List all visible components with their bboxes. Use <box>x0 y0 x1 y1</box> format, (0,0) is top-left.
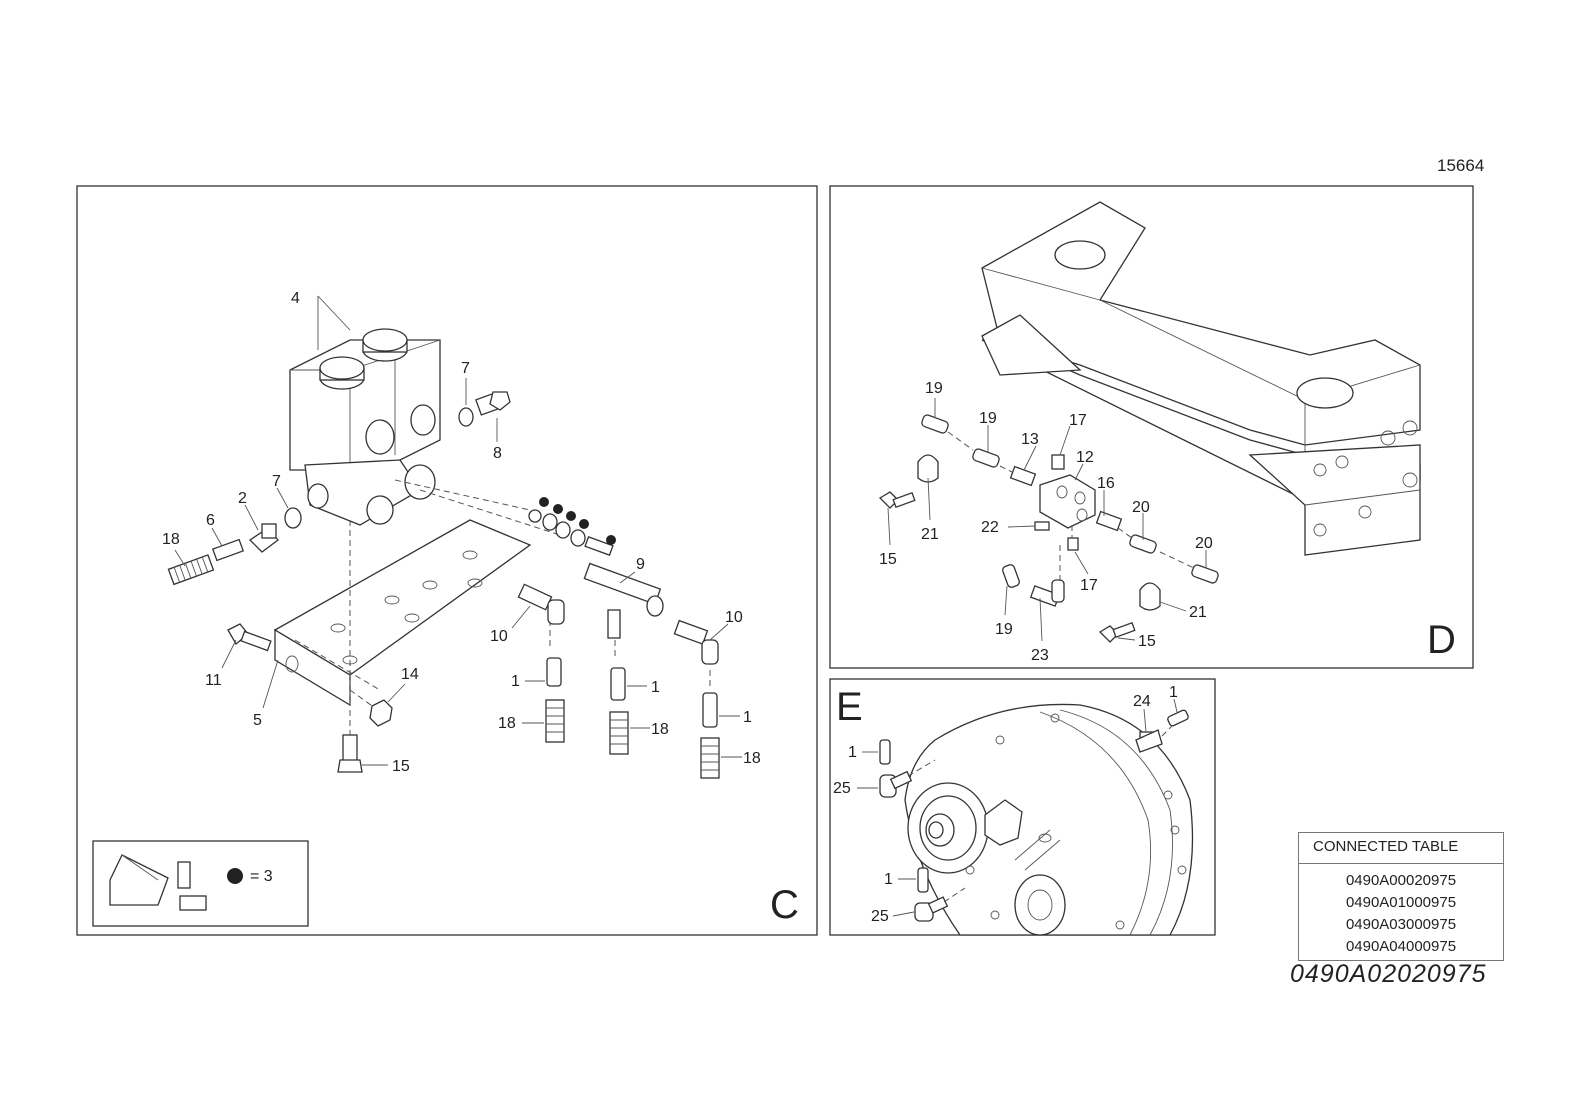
view-e: 24 1 1 25 1 25 E <box>829 678 1216 936</box>
callout-15: 15 <box>1138 633 1156 650</box>
callout-20: 20 <box>1195 535 1213 552</box>
callout-6: 6 <box>206 512 215 529</box>
view-d-letter: D <box>1427 618 1456 662</box>
callout-17: 17 <box>1069 412 1087 429</box>
callout-17: 17 <box>1080 577 1098 594</box>
callout-11: 11 <box>205 672 222 689</box>
gearbox-drawing <box>904 703 1194 936</box>
drawing-id: 15664 <box>1437 156 1485 175</box>
callout-12: 12 <box>1076 449 1094 466</box>
callout-24: 24 <box>1133 693 1151 710</box>
manifold-block-drawing <box>1039 474 1096 529</box>
callout-13: 13 <box>1021 431 1039 448</box>
kit-box-icon <box>109 854 169 906</box>
callout-1: 1 <box>1169 684 1178 701</box>
view-d: 19 19 13 17 12 16 21 15 22 20 20 17 21 1… <box>829 185 1474 669</box>
callout-18: 18 <box>651 721 669 738</box>
marker-dot <box>579 519 589 529</box>
connected-table-row: 0490A00020975 <box>1345 872 1457 889</box>
e-fittings-drawing <box>879 709 1189 922</box>
solenoid-valve-drawing <box>289 295 441 526</box>
callout-21: 21 <box>1189 604 1207 621</box>
callout-1: 1 <box>848 744 857 761</box>
callout-1: 1 <box>884 871 893 888</box>
marker-dot <box>553 504 563 514</box>
callout-19: 19 <box>925 380 943 397</box>
fittings-drawing <box>167 391 720 779</box>
callout-5: 5 <box>253 712 262 729</box>
connected-table: CONNECTED TABLE 0490A00020975 0490A01000… <box>1298 832 1504 961</box>
callout-15: 15 <box>392 758 410 775</box>
marker-dot <box>566 511 576 521</box>
callout-7: 7 <box>461 360 470 377</box>
callout-18: 18 <box>498 715 516 732</box>
marker-dot <box>606 535 616 545</box>
callout-25: 25 <box>871 908 889 925</box>
callout-1: 1 <box>511 673 520 690</box>
connected-table-rows: 0490A00020975 0490A01000975 0490A0300097… <box>1299 864 1503 960</box>
callout-10: 10 <box>490 628 508 645</box>
connected-table-row: 0490A04000975 <box>1345 938 1457 955</box>
callout-9: 9 <box>636 556 645 573</box>
connected-table-row: 0490A01000975 <box>1345 894 1457 911</box>
callout-16: 16 <box>1097 475 1115 492</box>
legend-quantity: = 3 <box>250 868 273 885</box>
view-c: 4 7 8 2 7 6 18 9 10 10 11 5 14 15 1 1 1 … <box>76 185 818 936</box>
view-c-frame <box>76 185 818 936</box>
marker-dot <box>227 868 243 884</box>
callout-22: 22 <box>981 519 999 536</box>
callout-14: 14 <box>401 666 419 683</box>
connected-table-row: 0490A03000975 <box>1345 916 1457 933</box>
view-d-frame <box>829 185 1474 669</box>
callout-23: 23 <box>1031 647 1049 664</box>
drawing-number: 0490A02020975 <box>1290 960 1487 988</box>
callout-18: 18 <box>743 750 761 767</box>
connected-table-title: CONNECTED TABLE <box>1299 833 1503 864</box>
d-fittings-drawing <box>878 414 1219 643</box>
marker-dot <box>539 497 549 507</box>
callout-1: 1 <box>651 679 660 696</box>
callout-4: 4 <box>291 290 300 307</box>
view-e-letter: E <box>836 685 863 729</box>
callout-18: 18 <box>162 531 180 548</box>
frame-beam-drawing <box>981 201 1421 556</box>
callout-1: 1 <box>743 709 752 726</box>
legend-box: = 3 <box>92 840 309 927</box>
callout-7: 7 <box>272 473 281 490</box>
callout-25: 25 <box>833 780 851 797</box>
callout-19: 19 <box>995 621 1013 638</box>
callout-10: 10 <box>725 609 743 626</box>
callout-2: 2 <box>238 490 247 507</box>
callout-8: 8 <box>493 445 502 462</box>
callout-15: 15 <box>879 551 897 568</box>
callout-20: 20 <box>1132 499 1150 516</box>
callout-21: 21 <box>921 526 939 543</box>
view-c-letter: C <box>770 883 799 927</box>
callout-19: 19 <box>979 410 997 427</box>
